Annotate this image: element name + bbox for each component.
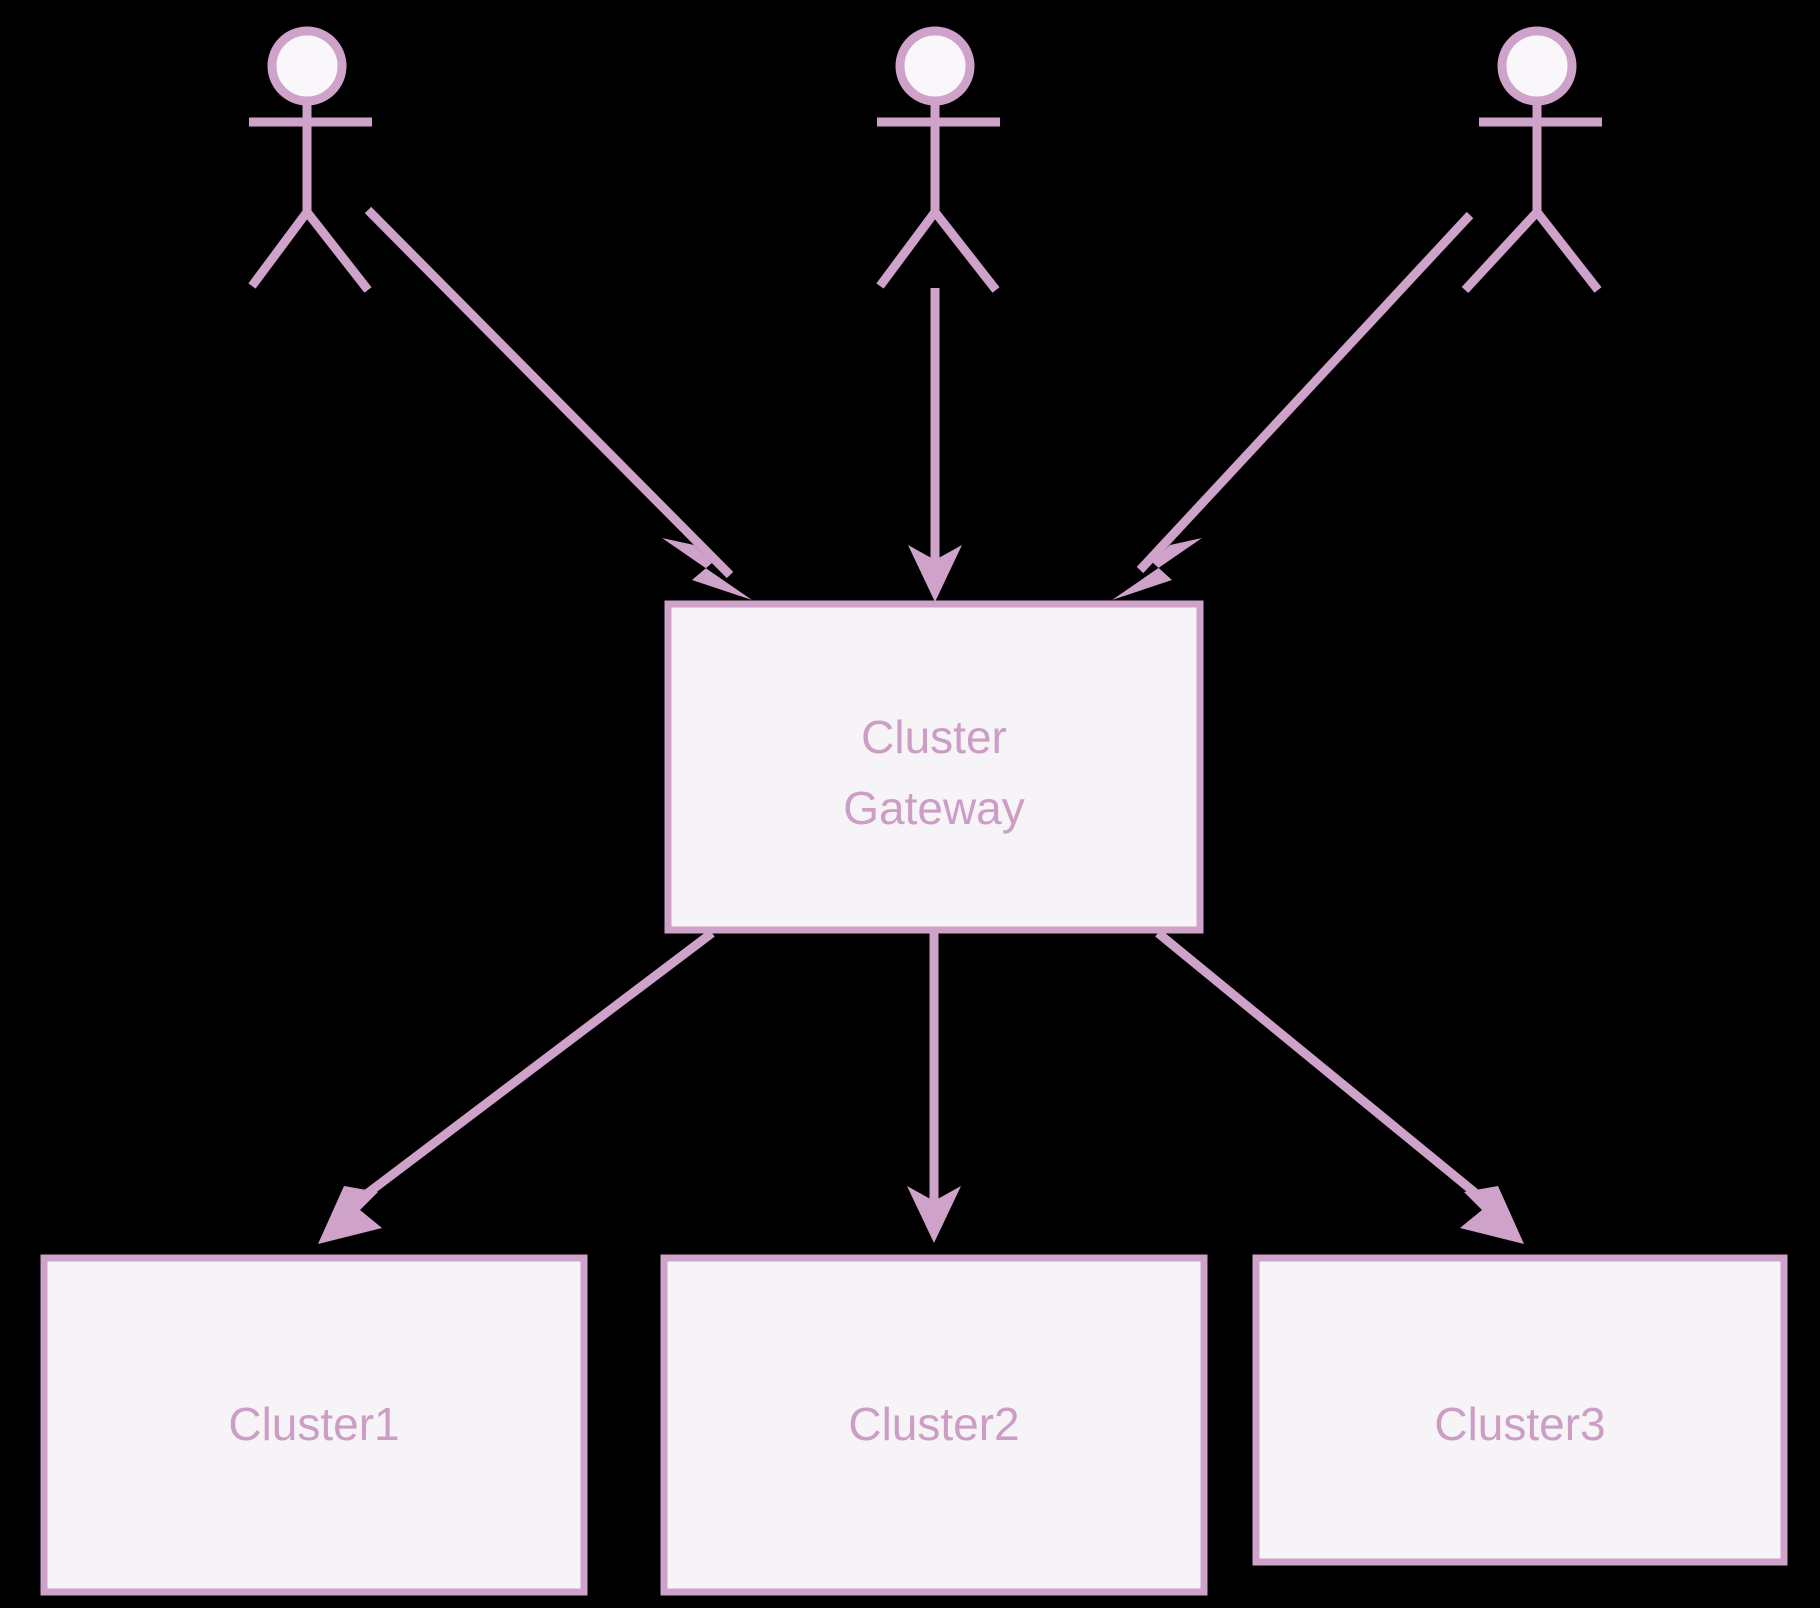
actor-head-icon: [895, 26, 975, 106]
edge-gateway-to-cluster1: [318, 929, 715, 1244]
node-box: [1252, 1254, 1788, 1566]
actor-left-leg-line: [248, 209, 311, 289]
node-cluster3[interactable]: Cluster3: [1252, 1254, 1788, 1566]
node-label: Cluster2: [848, 1398, 1019, 1450]
user-actor-right[interactable]: [1461, 26, 1602, 294]
edge-gateway-to-cluster3: [1155, 929, 1524, 1244]
user-actor-left[interactable]: [248, 26, 372, 293]
actor-left-leg-line: [1461, 208, 1541, 294]
arrow-head-icon: [1460, 1186, 1524, 1244]
node-box: [660, 1254, 1208, 1596]
node-cluster1[interactable]: Cluster1: [40, 1254, 588, 1596]
node-cluster-gateway[interactable]: Cluster Gateway: [664, 600, 1204, 934]
arrow-head-icon: [907, 1186, 961, 1243]
edge-line: [364, 206, 734, 579]
edge-actor-center-to-gateway: [908, 288, 962, 602]
edge-line: [1155, 929, 1493, 1209]
arrow-head-icon: [662, 538, 752, 600]
node-cluster2[interactable]: Cluster2: [660, 1254, 1208, 1596]
edge-actor-right-to-gateway: [1112, 211, 1474, 600]
actor-head-icon: [267, 26, 347, 106]
edge-actor-left-to-gateway: [364, 206, 752, 600]
edge-line: [349, 929, 715, 1209]
node-box: [664, 600, 1204, 934]
actor-head-icon: [1497, 26, 1577, 106]
user-actor-center[interactable]: [876, 26, 1000, 293]
node-box: [40, 1254, 588, 1596]
node-label-line2: Gateway: [843, 782, 1025, 834]
node-label: Cluster1: [228, 1398, 399, 1450]
edge-gateway-to-cluster2: [907, 933, 961, 1243]
edge-line: [1136, 211, 1474, 574]
node-label-line1: Cluster: [861, 711, 1007, 763]
actor-right-leg-line: [303, 209, 372, 293]
actor-left-leg-line: [876, 209, 939, 289]
node-label: Cluster3: [1434, 1398, 1605, 1450]
arrow-head-icon: [318, 1186, 382, 1244]
arrow-head-icon: [1112, 538, 1202, 600]
actor-right-leg-line: [1533, 209, 1602, 293]
arrow-head-icon: [908, 545, 962, 602]
actor-right-leg-line: [931, 209, 1000, 293]
